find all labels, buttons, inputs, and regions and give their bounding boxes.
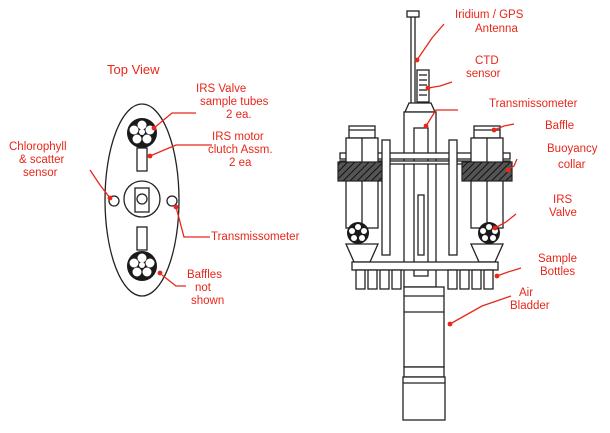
irs-motor-label: IRS motor clutch Assm. 2 ea bbox=[208, 131, 276, 169]
main-body-tube bbox=[403, 102, 437, 113]
left-baffle bbox=[348, 125, 376, 139]
lower-motor-clutch bbox=[136, 226, 148, 251]
top-transmissometer-label: Transmissometer bbox=[211, 231, 300, 243]
air-bladder-tube bbox=[403, 286, 445, 368]
buoyancy-collar-label: Buoyancy collar bbox=[547, 143, 601, 171]
right-baffle bbox=[473, 125, 501, 139]
irs-valve-label: IRS Valve bbox=[549, 194, 577, 219]
sample-bottles bbox=[355, 269, 494, 290]
side-transmissometer-label: Transmissometer bbox=[489, 98, 578, 110]
left-buoyancy-collar bbox=[337, 161, 389, 182]
sample-bottles-label: Sample Bottles bbox=[538, 253, 580, 278]
center-hub bbox=[123, 180, 161, 218]
left-irs-valve bbox=[347, 222, 369, 244]
side-view-drawing bbox=[337, 10, 513, 421]
baffle-label: Baffle bbox=[545, 120, 574, 132]
top-view-body bbox=[104, 103, 180, 297]
antenna-label: Iridium / GPS Antenna bbox=[455, 9, 527, 35]
top-view-title: Top View bbox=[107, 62, 160, 77]
lower-valve-rosette bbox=[127, 251, 157, 281]
transmissometer-port bbox=[166, 195, 178, 207]
top-view-leaders bbox=[89, 112, 212, 287]
irs-valve-tubes-label: IRS Valve sample tubes 2 ea. bbox=[196, 83, 272, 121]
upper-motor-clutch bbox=[136, 147, 148, 172]
chlorophyll-label: Chlorophyll & scatter sensor bbox=[9, 141, 70, 179]
ctd-sensor-label: CTD sensor bbox=[466, 55, 502, 80]
antenna-mast bbox=[410, 15, 416, 109]
side-view-leaders bbox=[414, 23, 522, 327]
transmissometer-tube bbox=[413, 127, 429, 277]
right-buoyancy-collar bbox=[461, 161, 513, 182]
air-bladder-label: Air Bladder bbox=[510, 287, 550, 312]
upper-valve-rosette bbox=[127, 118, 157, 148]
baffles-label: Baffles not shown bbox=[187, 269, 225, 307]
right-irs-valve bbox=[478, 222, 500, 244]
top-view-drawing bbox=[104, 103, 180, 297]
